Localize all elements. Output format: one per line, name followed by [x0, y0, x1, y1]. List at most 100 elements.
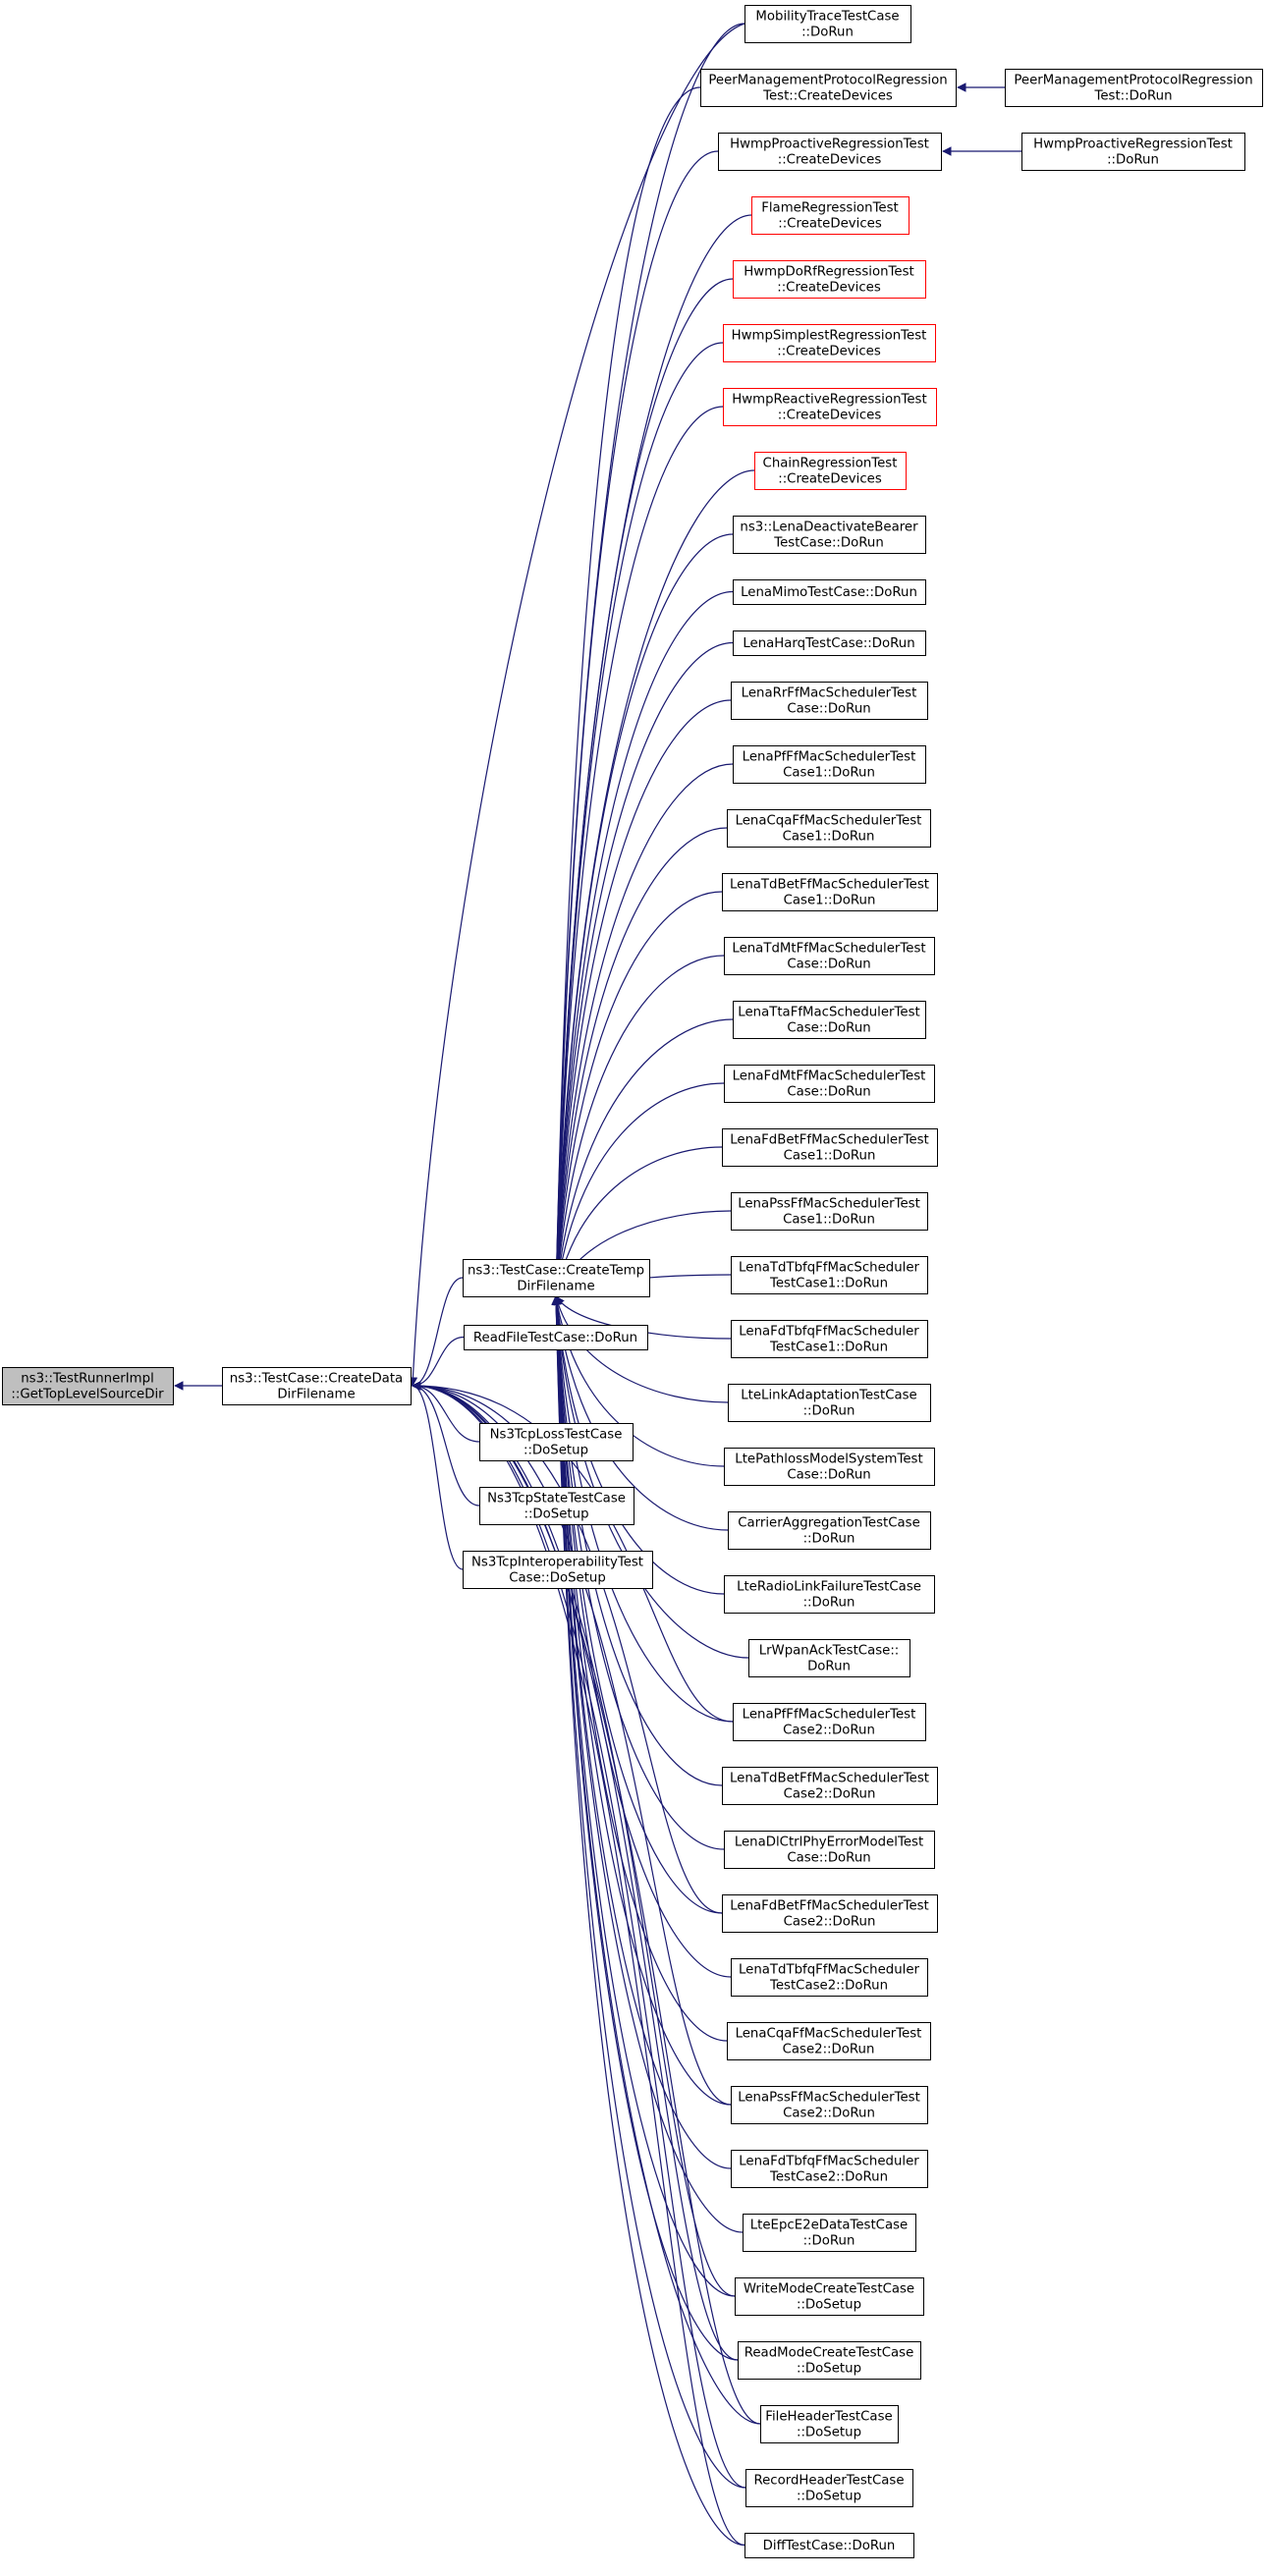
node-tcpstate[interactable]: Ns3TcpStateTestCase::DoSetup [479, 1487, 634, 1525]
node-lenaharq[interactable]: LenaHarqTestCase::DoRun [733, 630, 926, 656]
node-label: Case1::DoRun [783, 830, 875, 845]
node-box [722, 1894, 938, 1933]
node-box [722, 1767, 938, 1805]
node-carrieragg[interactable]: CarrierAggregationTestCase::DoRun [728, 1511, 931, 1550]
node-label: WriteModeCreateTestCase [744, 2282, 914, 2297]
call-edge-mobility-to-create_data [408, 23, 745, 1387]
node-label: Case2::DoRun [784, 1787, 876, 1802]
node-box [724, 1065, 935, 1103]
node-label: ::CreateDevices [777, 345, 881, 359]
node-label: HwmpProactiveRegressionTest [1033, 137, 1233, 152]
node-label: ::DoSetup [797, 2362, 861, 2377]
node-label: Case::DoRun [787, 1851, 870, 1866]
node-label: LtePathlossModelSystemTest [735, 1452, 922, 1467]
node-label: LenaFdBetFfMacSchedulerTest [730, 1899, 929, 1914]
call-edge-readfile-to-create_data [412, 1336, 465, 1391]
node-lrwpanack[interactable]: LrWpanAckTestCase::DoRun [748, 1639, 910, 1677]
node-label: ::DoSetup [797, 2426, 861, 2440]
call-edge-lenarr-to-create_temp [551, 699, 732, 1297]
node-box [731, 682, 928, 720]
node-lenamimo[interactable]: LenaMimoTestCase::DoRun [733, 579, 926, 605]
node-difftest[interactable]: DiffTestCase::DoRun [744, 2533, 914, 2558]
node-box [723, 324, 936, 362]
node-label: MobilityTraceTestCase [755, 10, 899, 25]
node-label: Case::DoRun [787, 1085, 870, 1100]
node-label: LenaFdTbfqFfMacScheduler [739, 2155, 919, 2169]
node-label: LenaTdTbfqFfMacScheduler [739, 1261, 920, 1276]
node-peer_cd[interactable]: PeerManagementProtocolRegressionTest::Cr… [700, 69, 957, 107]
node-hwmpproactive_run[interactable]: HwmpProactiveRegressionTest::DoRun [1021, 133, 1245, 171]
node-label: LenaFdBetFfMacSchedulerTest [730, 1133, 929, 1148]
node-hwmpproactive_cd[interactable]: HwmpProactiveRegressionTest::CreateDevic… [718, 133, 942, 171]
node-box [724, 1575, 935, 1614]
node-writemode[interactable]: WriteModeCreateTestCase::DoSetup [735, 2277, 924, 2316]
node-label: HwmpProactiveRegressionTest [730, 137, 929, 152]
node-recordheader[interactable]: RecordHeaderTestCase::DoSetup [745, 2469, 913, 2507]
node-lteepce2e[interactable]: LteEpcE2eDataTestCase::DoRun [743, 2214, 916, 2252]
node-label: ChainRegressionTest [763, 457, 898, 471]
node-label: Case2::DoRun [783, 2043, 875, 2057]
node-readmode[interactable]: ReadModeCreateTestCase::DoSetup [738, 2341, 921, 2380]
node-peer_run[interactable]: PeerManagementProtocolRegressionTest::Do… [1005, 69, 1263, 107]
call-edge-hwmpsimplest-to-create_temp [551, 342, 724, 1297]
node-root[interactable]: ns3::TestRunnerImpl::GetTopLevelSourceDi… [2, 1367, 174, 1405]
node-fileheader[interactable]: FileHeaderTestCase::DoSetup [760, 2405, 899, 2443]
node-label: ::CreateDevices [778, 217, 882, 232]
call-edge-recordheader-to-create_temp [551, 1295, 746, 2489]
node-label: LenaTdTbfqFfMacScheduler [739, 1963, 920, 1978]
node-label: DoRun [807, 1660, 851, 1674]
node-label: Case1::DoRun [784, 1149, 876, 1164]
node-label: DirFilename [517, 1280, 594, 1294]
node-hwmpdorf[interactable]: HwmpDoRfRegressionTest::CreateDevices [733, 260, 926, 299]
node-hwmpreactive[interactable]: HwmpReactiveRegressionTest::CreateDevice… [723, 388, 937, 426]
node-box [722, 1128, 938, 1167]
node-label: PeerManagementProtocolRegression [1014, 74, 1252, 88]
node-flame[interactable]: FlameRegressionTest::CreateDevices [751, 196, 910, 235]
node-chain[interactable]: ChainRegressionTest::CreateDevices [754, 452, 907, 490]
node-label: TestCase1::DoRun [769, 1341, 888, 1355]
node-label: Case::DoRun [787, 702, 870, 717]
node-label: ReadModeCreateTestCase [744, 2346, 914, 2361]
node-tcploss[interactable]: Ns3TcpLossTestCase::DoSetup [479, 1423, 634, 1461]
node-label: Case::DoSetup [509, 1571, 606, 1586]
node-label: LenaTdBetFfMacSchedulerTest [730, 878, 929, 893]
node-hwmpsimplest[interactable]: HwmpSimplestRegressionTest::CreateDevice… [723, 324, 936, 362]
node-box [463, 1259, 650, 1297]
node-label: Case1::DoRun [783, 766, 875, 781]
node-readfile[interactable]: ReadFileTestCase::DoRun [464, 1325, 648, 1350]
node-ltelinkadapt[interactable]: LteLinkAdaptationTestCase::DoRun [728, 1384, 931, 1422]
node-lteradiolink[interactable]: LteRadioLinkFailureTestCase::DoRun [724, 1575, 935, 1614]
call-edge-hwmpreactive-to-create_temp [551, 406, 724, 1297]
node-box [733, 745, 926, 784]
node-mobility[interactable]: MobilityTraceTestCase::DoRun [744, 5, 911, 43]
node-label: ::DoRun [1107, 153, 1159, 168]
node-box [724, 1831, 935, 1869]
node-label: LenaFdMtFfMacSchedulerTest [733, 1069, 926, 1084]
node-box [718, 133, 942, 171]
node-label: CarrierAggregationTestCase [738, 1516, 920, 1531]
